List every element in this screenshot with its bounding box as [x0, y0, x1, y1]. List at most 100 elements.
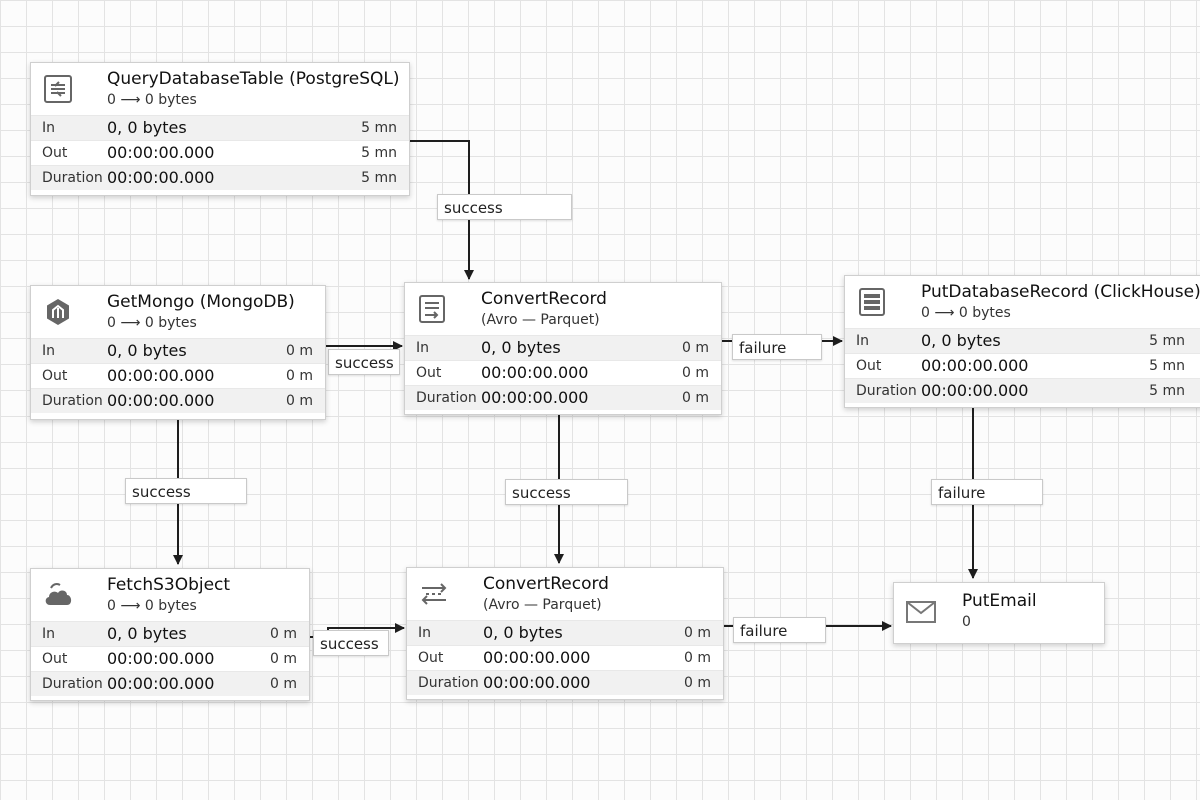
stat-label: Duration	[42, 170, 103, 186]
stat-row-out: Out 00:00:00.000 0 m	[405, 360, 721, 385]
connection-label-convert2-to-email[interactable]: failure	[733, 617, 826, 643]
processor-name: GetMongo (MongoDB)	[107, 292, 295, 312]
stat-row-in: In 0, 0 bytes 0 m	[31, 621, 309, 646]
processor-get-mongo[interactable]: GetMongo (MongoDB) 0 ⟶ 0 bytes In 0, 0 b…	[30, 285, 326, 420]
connection-label-fetchs3-to-convert2[interactable]: success	[313, 630, 389, 656]
stat-value: 00:00:00.000	[107, 366, 215, 385]
processor-name: QueryDatabaseTable (PostgreSQL)	[107, 69, 400, 89]
stat-label: Duration	[416, 390, 477, 406]
stat-value: 00:00:00.000	[483, 648, 591, 667]
stat-row-duration: Duration 00:00:00.000 0 m	[31, 388, 325, 413]
processor-subtitle: 0 ⟶ 0 bytes	[107, 315, 197, 331]
stat-row-duration: Duration 00:00:00.000 5 mn	[845, 378, 1200, 403]
processor-fetch-s3-object[interactable]: FetchS3Object 0 ⟶ 0 bytes In 0, 0 bytes …	[30, 568, 310, 701]
processor-name: ConvertRecord	[483, 574, 609, 594]
stat-label: Out	[42, 145, 68, 161]
stat-time: 0 m	[286, 343, 313, 359]
processor-name: PutEmail	[962, 591, 1037, 611]
stat-row-duration: Duration 00:00:00.000 5 mn	[31, 165, 409, 190]
stat-time: 0 m	[684, 675, 711, 691]
processor-stats: In 0, 0 bytes 0 m Out 00:00:00.000 0 m D…	[31, 621, 309, 696]
processor-stats: In 0, 0 bytes 0 m Out 00:00:00.000 0 m D…	[31, 338, 325, 413]
stat-label: In	[416, 340, 430, 356]
processor-put-database-record[interactable]: PutDatabaseRecord (ClickHouse) 0 ⟶ 0 byt…	[844, 275, 1200, 408]
connection-label-putdb-to-email[interactable]: failure	[931, 479, 1043, 505]
stat-row-out: Out 00:00:00.000 5 mn	[31, 140, 409, 165]
stat-label: Duration	[42, 393, 103, 409]
stat-value: 00:00:00.000	[921, 356, 1029, 375]
stat-row-duration: Duration 00:00:00.000 0 m	[407, 670, 723, 695]
stat-time: 0 m	[286, 368, 313, 384]
connection-label-mongo-to-fetchs3[interactable]: success	[125, 478, 247, 504]
stat-time: 5 mn	[1149, 358, 1185, 374]
stat-value: 0, 0 bytes	[107, 624, 187, 643]
processor-name: ConvertRecord	[481, 289, 607, 309]
stat-time: 5 mn	[361, 145, 397, 161]
processor-convert-record-1[interactable]: ConvertRecord (Avro — Parquet) In 0, 0 b…	[404, 282, 722, 415]
stat-time: 0 m	[682, 365, 709, 381]
stat-label: Out	[42, 651, 68, 667]
processor-subtitle: 0 ⟶ 0 bytes	[107, 598, 197, 614]
processor-stats: In 0, 0 bytes 0 m Out 00:00:00.000 0 m D…	[407, 620, 723, 695]
stat-time: 0 m	[682, 390, 709, 406]
stat-label: Out	[42, 368, 68, 384]
stat-row-out: Out 00:00:00.000 0 m	[407, 645, 723, 670]
stat-value: 00:00:00.000	[921, 381, 1029, 400]
stat-value: 0, 0 bytes	[921, 331, 1001, 350]
stat-row-out: Out 00:00:00.000 0 m	[31, 646, 309, 671]
stat-value: 00:00:00.000	[107, 391, 215, 410]
processor-query-database-table[interactable]: QueryDatabaseTable (PostgreSQL) 0 ⟶ 0 by…	[30, 62, 410, 196]
stat-row-out: Out 00:00:00.000 0 m	[31, 363, 325, 388]
mail-icon	[905, 596, 937, 628]
stat-row-duration: Duration 00:00:00.000 0 m	[405, 385, 721, 410]
stat-time: 0 m	[684, 650, 711, 666]
stat-value: 0, 0 bytes	[107, 341, 187, 360]
stat-value: 0, 0 bytes	[483, 623, 563, 642]
processor-put-email[interactable]: PutEmail 0	[893, 582, 1105, 644]
stat-row-in: In 0, 0 bytes 5 mn	[31, 115, 409, 140]
stat-time: 5 mn	[1149, 333, 1185, 349]
stat-label: In	[42, 343, 56, 359]
stat-time: 0 m	[684, 625, 711, 641]
processor-stats: In 0, 0 bytes 5 mn Out 00:00:00.000 5 mn…	[31, 115, 409, 190]
stat-label: Duration	[42, 676, 103, 692]
stat-label: Out	[418, 650, 444, 666]
stat-row-in: In 0, 0 bytes 5 mn	[845, 328, 1200, 353]
stat-time: 0 m	[286, 393, 313, 409]
stat-row-in: In 0, 0 bytes 0 m	[407, 620, 723, 645]
processor-name: FetchS3Object	[107, 575, 231, 595]
processor-subtitle: 0 ⟶ 0 bytes	[107, 92, 197, 108]
stat-value: 00:00:00.000	[107, 674, 215, 693]
stat-time: 0 m	[270, 651, 297, 667]
stat-value: 0, 0 bytes	[481, 338, 561, 357]
database-record-icon	[856, 286, 888, 318]
stat-label: In	[42, 120, 56, 136]
stat-value: 00:00:00.000	[481, 363, 589, 382]
processor-stats: In 0, 0 bytes 0 m Out 00:00:00.000 0 m D…	[405, 335, 721, 410]
stat-value: 00:00:00.000	[107, 168, 215, 187]
cloud-icon	[42, 579, 74, 611]
stat-label: Out	[416, 365, 442, 381]
stat-value: 0, 0 bytes	[107, 118, 187, 137]
stat-value: 00:00:00.000	[483, 673, 591, 692]
stat-row-in: In 0, 0 bytes 0 m	[405, 335, 721, 360]
connection-label-convert1-to-convert2[interactable]: success	[505, 479, 628, 505]
stat-label: In	[418, 625, 432, 641]
convert-record-icon	[416, 293, 448, 325]
stat-label: In	[42, 626, 56, 642]
stat-time: 5 mn	[361, 170, 397, 186]
stat-time: 5 mn	[1149, 383, 1185, 399]
stat-value: 00:00:00.000	[107, 143, 215, 162]
stat-label: Duration	[418, 675, 479, 691]
stat-value: 00:00:00.000	[107, 649, 215, 668]
processor-name: PutDatabaseRecord (ClickHouse)	[921, 282, 1200, 302]
processor-subtitle: 0 ⟶ 0 bytes	[921, 305, 1011, 321]
stat-label: Out	[856, 358, 882, 374]
connection-label-mongo-to-convert1[interactable]: success	[328, 349, 400, 375]
connection-label-query-to-convert1[interactable]: success	[437, 194, 572, 220]
stat-time: 0 m	[682, 340, 709, 356]
processor-convert-record-2[interactable]: ConvertRecord (Avro — Parquet) In 0, 0 b…	[406, 567, 724, 700]
processor-stats: In 0, 0 bytes 5 mn Out 00:00:00.000 5 mn…	[845, 328, 1200, 403]
stat-time: 0 m	[270, 626, 297, 642]
connection-label-convert1-to-putdb[interactable]: failure	[732, 334, 822, 360]
